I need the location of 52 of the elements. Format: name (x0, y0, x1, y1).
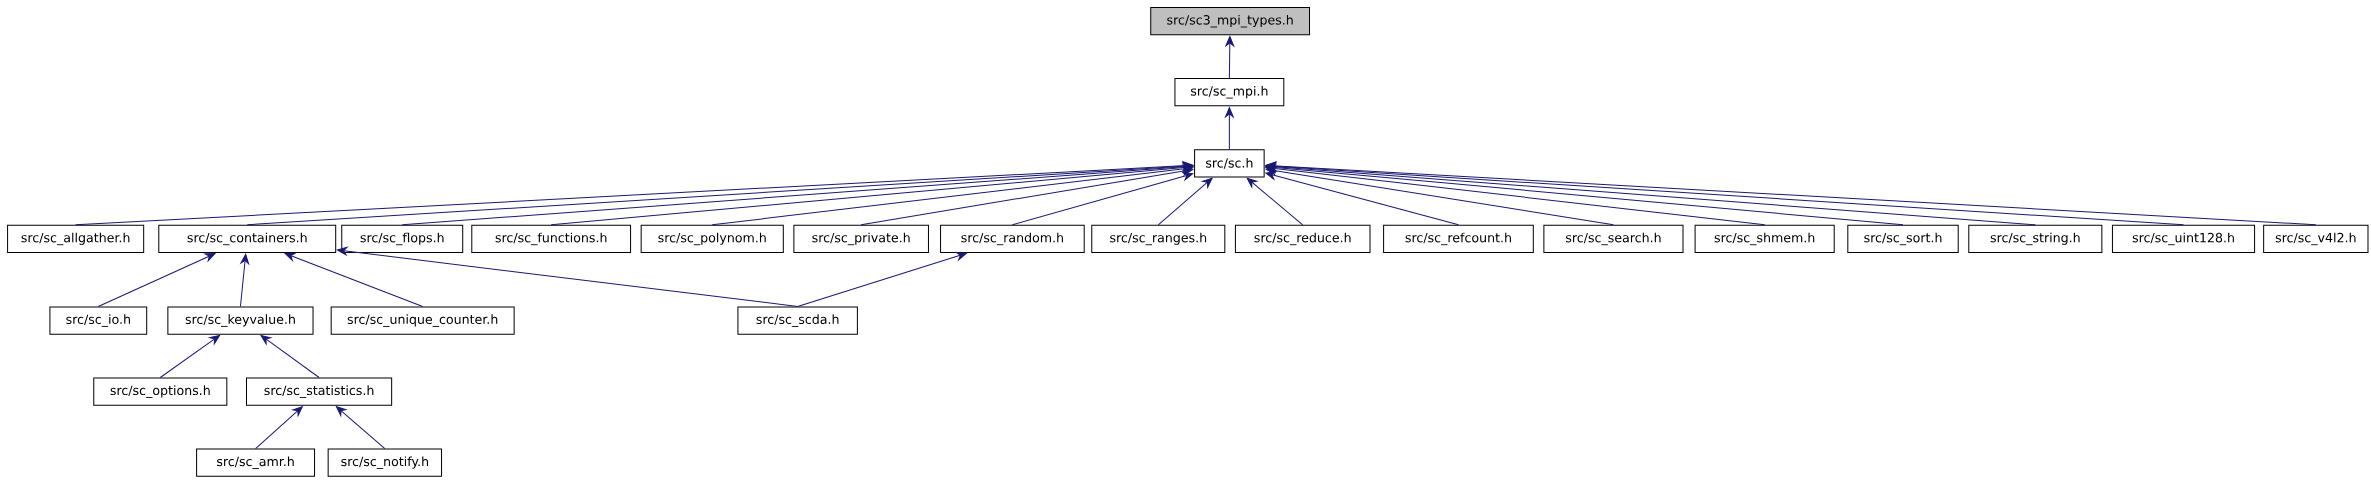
file-box: src/sc_allgather.h (7, 224, 145, 253)
file-box: src/sc_random.h (940, 224, 1085, 253)
arrow (1265, 164, 1766, 226)
file-box: src/sc_keyvalue.h (167, 306, 314, 335)
file-box: src/sc_v4l2.h (2263, 224, 2369, 253)
arrow (1265, 166, 1614, 226)
file-box: src/sc3_mpi_types.h (1150, 7, 1310, 36)
arrow (159, 334, 221, 378)
arrow (797, 252, 967, 307)
file-box: src/sc_unique_counter.h (330, 306, 515, 335)
file-box: src/sc_containers.h (158, 224, 337, 253)
arrow (337, 246, 799, 307)
file-box: src/sc_amr.h (196, 448, 316, 477)
file-box: src/sc_mpi.h (1174, 78, 1285, 107)
arrow (550, 163, 1194, 226)
file-box: src/sc_flops.h (341, 224, 464, 253)
arrow (246, 161, 1194, 226)
file-box: src/sc_functions.h (471, 224, 632, 253)
arrow (1265, 162, 2036, 226)
file-box: src/sc_uint128.h (2111, 224, 2256, 253)
arrow (1225, 36, 1235, 79)
arrow (239, 253, 250, 307)
file-box: src/sc_refcount.h (1383, 224, 1534, 253)
file-box: src/sc_io.h (49, 306, 148, 335)
arrow (255, 406, 303, 450)
arrow (401, 162, 1194, 226)
file-box: src/sc_scda.h (737, 306, 858, 335)
arrow (1265, 163, 1904, 226)
file-box: src/sc_ranges.h (1091, 224, 1226, 253)
file-box: src/sc_statistics.h (246, 377, 393, 406)
arrow (97, 253, 216, 307)
arrow (711, 164, 1194, 226)
file-box: src/sc_search.h (1543, 224, 1684, 253)
arrow (335, 406, 386, 450)
arrow (1225, 107, 1234, 150)
file-box: src/sc_sort.h (1847, 224, 1959, 253)
arrow (260, 334, 320, 378)
file-box: src/sc_private.h (793, 224, 929, 253)
arrow (1246, 177, 1304, 226)
arrow (1157, 177, 1213, 226)
file-box: src/sc_options.h (93, 377, 228, 406)
file-box: src/sc_polynom.h (640, 224, 784, 253)
file-box: src/sc.h (1194, 149, 1265, 178)
file-box: src/sc_reduce.h (1234, 224, 1371, 253)
arrow (75, 161, 1194, 226)
arrow (860, 166, 1194, 226)
file-box: src/sc_notify.h (327, 448, 443, 477)
arrow (284, 252, 424, 307)
arrow (1265, 171, 1459, 226)
file-box: src/sc_shmem.h (1694, 224, 1835, 253)
arrow (1011, 171, 1194, 226)
file-box: src/sc_string.h (1968, 224, 2103, 253)
